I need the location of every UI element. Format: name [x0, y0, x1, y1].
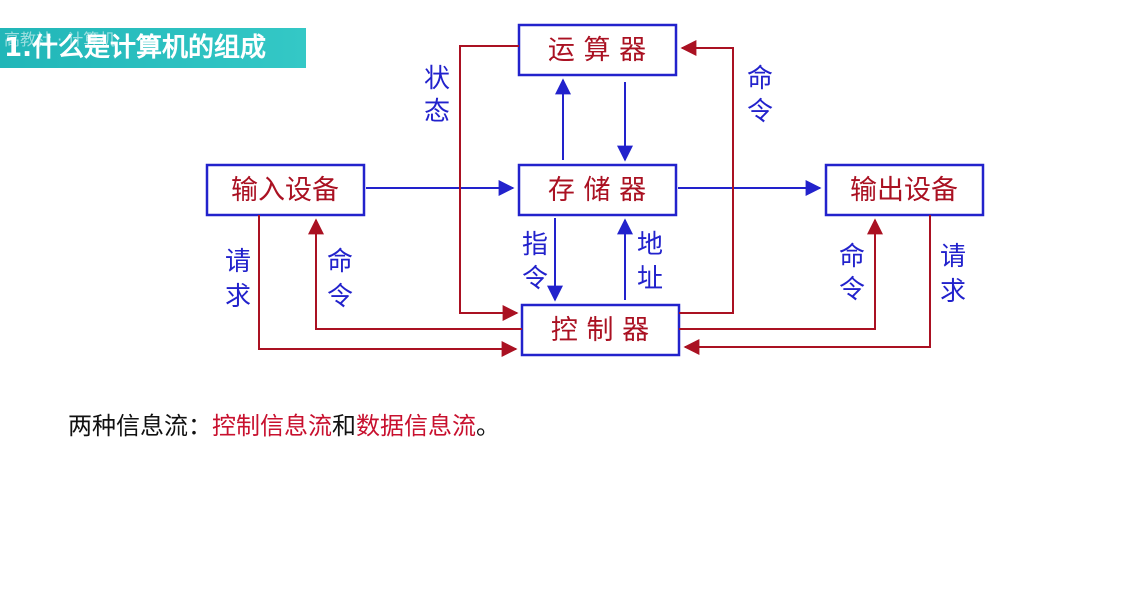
label-status-1: 状	[424, 64, 450, 94]
alu-label: 运 算 器	[548, 35, 646, 66]
slide-title-banner: 1.什么是计算机的组成	[0, 28, 306, 68]
label-instruction-1: 指	[522, 230, 548, 260]
memory-box: 存 储 器	[517, 163, 678, 217]
controller-box: 控 制 器	[520, 303, 681, 357]
control-arrow-alu-command	[679, 40, 734, 314]
alu-box: 运 算 器	[517, 23, 678, 77]
control-arrow-input-request	[258, 215, 518, 357]
watermark: 高教社 · 计算机	[4, 30, 116, 49]
label-input-request-2: 求	[225, 282, 251, 312]
label-alu-command-1: 命	[747, 64, 773, 94]
label-address-2: 址	[637, 264, 663, 294]
input-device-label: 输入设备	[231, 175, 339, 206]
label-output-request-1: 请	[940, 242, 966, 272]
caption-two-info-flows: 两种信息流：控制信息流和数据信息流。	[68, 406, 500, 441]
caption-data-flow: 数据信息流	[356, 412, 476, 440]
control-arrow-alu-status	[459, 45, 519, 321]
label-alu-command-2: 令	[747, 97, 773, 127]
label-status-2: 态	[424, 97, 450, 127]
label-address-1: 地	[637, 230, 663, 260]
label-output-command-2: 令	[839, 275, 865, 305]
label-output-command-1: 命	[839, 242, 865, 272]
output-device-label: 输出设备	[850, 175, 958, 206]
label-instruction-2: 令	[522, 264, 548, 294]
control-arrow-output-command	[679, 218, 883, 330]
caption-prefix: 两种信息流：	[68, 412, 212, 440]
control-arrow-input-command	[308, 218, 522, 330]
output-device-box: 输出设备	[824, 163, 985, 217]
slide-title: 1.什么是计算机的组成	[4, 33, 266, 63]
caption-control-flow: 控制信息流	[212, 412, 332, 440]
control-arrow-output-request	[683, 215, 931, 355]
label-input-request-1: 请	[225, 247, 251, 277]
memory-label: 存 储 器	[548, 175, 646, 206]
label-input-command-1: 命	[327, 247, 353, 277]
label-output-request-2: 求	[940, 277, 966, 307]
caption-suffix: 。	[476, 412, 500, 440]
input-device-box: 输入设备	[205, 163, 366, 217]
controller-label: 控 制 器	[551, 315, 649, 346]
label-input-command-2: 令	[327, 282, 353, 312]
caption-and: 和	[332, 412, 356, 440]
